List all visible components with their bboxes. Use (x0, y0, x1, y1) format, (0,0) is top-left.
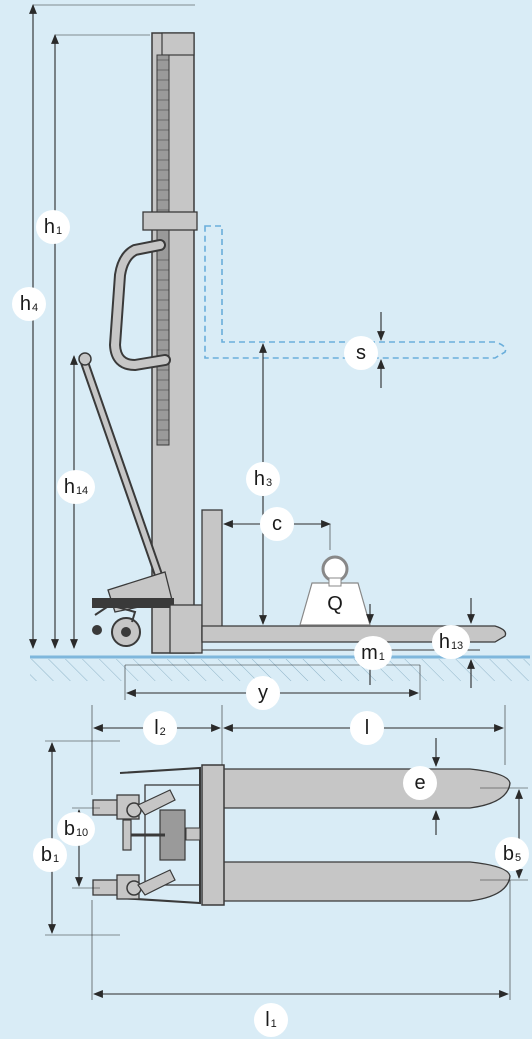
label-m1-sub: 1 (378, 651, 385, 663)
push-handle (110, 241, 169, 370)
label-y: y (246, 676, 280, 710)
mast-crossbar (142, 211, 198, 231)
tiller-grip (78, 352, 92, 366)
side-view (29, 4, 530, 700)
label-s-main: s (356, 341, 366, 364)
label-b5-sub: 5 (515, 852, 522, 864)
label-m1-main: m (361, 641, 378, 664)
label-h14-sub: 14 (75, 485, 89, 497)
top-view (45, 705, 528, 1000)
base-plate (201, 764, 225, 906)
label-b10-sub: 10 (75, 827, 89, 839)
fork-lower (221, 861, 511, 902)
top-dimensions (45, 705, 528, 1000)
label-l2-sub: 2 (159, 726, 166, 738)
fork-upper (221, 768, 511, 809)
label-h1-sub: 1 (56, 225, 63, 237)
label-h3-main: h (253, 467, 265, 490)
fork (201, 625, 507, 643)
raised-fork-outline (204, 225, 507, 359)
label-e: e (403, 766, 437, 800)
label-h13-main: h (438, 630, 450, 653)
label-l: l (350, 711, 384, 745)
label-y-main: y (258, 681, 268, 704)
side-dimensions (29, 4, 475, 700)
label-s: s (344, 336, 378, 370)
mast-top (161, 32, 195, 56)
label-h3-sub: 3 (266, 477, 273, 489)
base-frame (169, 604, 203, 654)
load-weight (299, 582, 371, 626)
label-h4-sub: 4 (32, 302, 39, 314)
label-l1-main: l (265, 1008, 270, 1031)
label-h13-sub: 13 (450, 640, 464, 652)
label-l1-sub: 1 (270, 1018, 277, 1030)
load-ring (321, 555, 349, 583)
label-b10-main: b (63, 817, 75, 840)
pump-tiller (80, 355, 165, 588)
label-b5-main: b (502, 842, 514, 865)
label-h1-main: h (43, 215, 55, 238)
chassis-bar (92, 598, 174, 608)
wheel-lower (92, 869, 176, 900)
label-c: c (260, 507, 294, 541)
label-c-main: c (272, 512, 282, 535)
wheel-upper (92, 789, 176, 820)
label-q-main: Q (327, 592, 343, 615)
label-h14-main: h (63, 475, 75, 498)
label-e-main: e (414, 771, 426, 794)
label-b1-sub: 1 (53, 853, 60, 865)
label-l-main: l (364, 716, 370, 739)
label-l2-main: l (154, 716, 159, 739)
label-h4-main: h (19, 292, 31, 315)
brake-pedal (92, 625, 102, 635)
fork-carriage (201, 509, 223, 641)
floor-hatch (30, 659, 530, 681)
label-b1-main: b (40, 843, 52, 866)
label-q: Q (318, 587, 352, 621)
